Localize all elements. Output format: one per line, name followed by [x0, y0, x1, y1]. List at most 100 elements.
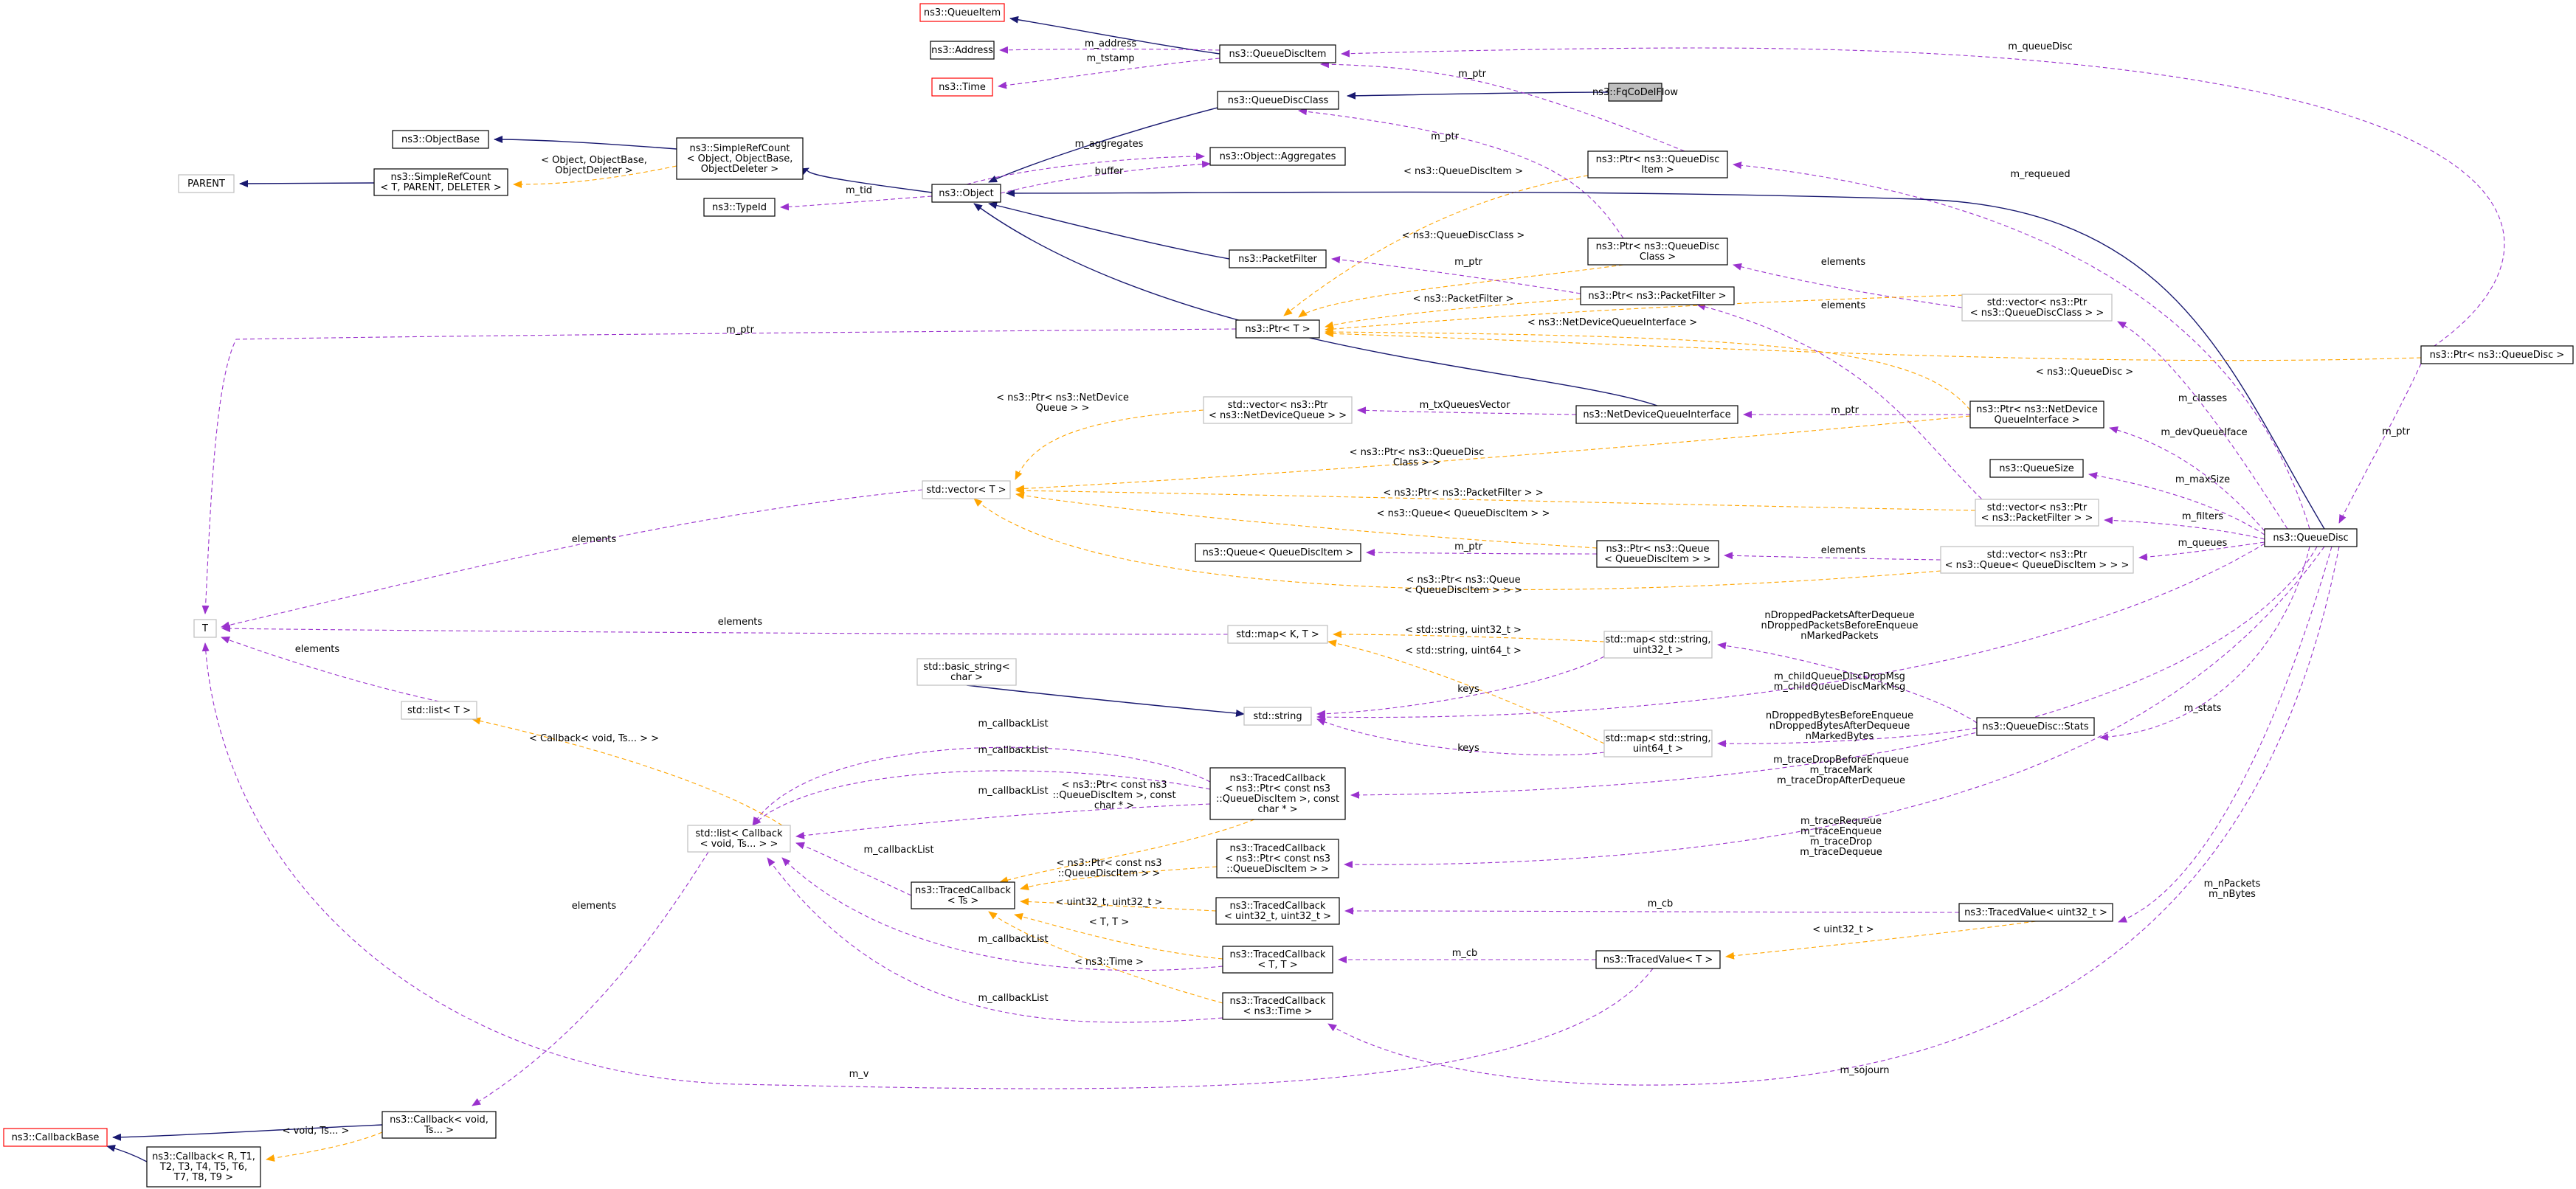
edge-label: m_filters — [2182, 511, 2223, 522]
class-node-tcbtt[interactable]: ns3::TracedCallback< T, T > — [1222, 946, 1333, 974]
class-node-listt[interactable]: std::list< T > — [401, 701, 477, 720]
template-edge — [973, 498, 1941, 590]
class-node-queuediscitem[interactable]: ns3::QueueDiscItem — [1219, 44, 1336, 63]
usage-edge — [221, 637, 440, 702]
class-node-simplerefcount3[interactable]: ns3::SimpleRefCount< Object, ObjectBase,… — [676, 137, 804, 180]
edge-label: < std::string, uint32_t > — [1405, 625, 1522, 636]
node-box — [178, 174, 235, 193]
class-node-vecqueue[interactable]: std::vector< ns3::Ptr< ns3::Queue< Queue… — [1940, 546, 2134, 574]
node-label: std::string — [1253, 711, 1302, 722]
node-label: std::vector< ns3::Ptr< ns3::QueueDiscCla… — [1970, 297, 2104, 319]
class-node-time[interactable]: ns3::Time — [931, 77, 993, 97]
class-node-ptrqueue[interactable]: ns3::Ptr< ns3::Queue< QueueDiscItem > > — [1596, 540, 1719, 568]
usage-edge — [1733, 162, 2310, 530]
node-box — [1222, 946, 1333, 974]
node-box — [930, 41, 995, 60]
class-node-simplerefcountt[interactable]: ns3::SimpleRefCount< T, PARENT, DELETER … — [373, 168, 508, 196]
edge-label: < uint32_t, uint32_t > — [1056, 897, 1163, 908]
class-node-fqcodelflow[interactable]: ns3::FqCoDelFlow — [1592, 83, 1678, 102]
node-label: ns3::QueueDiscClass — [1228, 95, 1329, 106]
class-node-tcbtime[interactable]: ns3::TracedCallback< ns3::Time > — [1222, 992, 1333, 1020]
class-node-cbvoid[interactable]: ns3::Callback< void,Ts... > — [381, 1111, 497, 1139]
node-label: ns3::NetDeviceQueueInterface — [1583, 409, 1730, 420]
usage-edge — [201, 642, 1654, 1089]
node-box — [1222, 992, 1333, 1020]
class-node-mapu64[interactable]: std::map< std::string,uint64_t > — [1603, 729, 1713, 758]
class-node-stats[interactable]: ns3::QueueDisc::Stats — [1976, 717, 2095, 736]
class-node-basicstring[interactable]: std::basic_string<char > — [916, 658, 1017, 686]
class-node-vect[interactable]: std::vector< T > — [922, 480, 1011, 499]
class-node-ptrqd[interactable]: ns3::Ptr< ns3::QueueDisc > — [2420, 345, 2574, 364]
inheritance-edge — [1006, 189, 2325, 530]
node-box — [1958, 903, 2113, 922]
class-node-vecpf[interactable]: std::vector< ns3::Ptr< ns3::PacketFilter… — [1975, 499, 2099, 527]
class-node-vecqdc[interactable]: std::vector< ns3::Ptr< ns3::QueueDiscCla… — [1961, 294, 2113, 322]
edge-label: m_address — [1085, 38, 1136, 49]
node-box — [392, 130, 489, 149]
node-box — [931, 184, 1001, 203]
node-label: ns3::TracedCallback< ns3::Ptr< const ns3… — [1225, 843, 1330, 875]
class-node-tcbu32[interactable]: ns3::TracedCallback< uint32_t, uint32_t … — [1215, 897, 1340, 925]
node-label: PARENT — [187, 178, 225, 190]
usage-edge — [1316, 718, 1605, 756]
class-node-objectbase[interactable]: ns3::ObjectBase — [392, 130, 489, 149]
class-node-listcb[interactable]: std::list< Callback< void, Ts... > > — [687, 825, 791, 853]
class-node-queuediscclass[interactable]: ns3::QueueDiscClass — [1217, 91, 1339, 110]
node-box — [401, 701, 477, 720]
class-node-t[interactable]: T — [193, 619, 217, 638]
class-node-parent[interactable]: PARENT — [178, 174, 235, 193]
class-node-vecndq[interactable]: std::vector< ns3::Ptr< ns3::NetDeviceQue… — [1203, 396, 1353, 424]
edge-label: m_callbackList — [978, 745, 1048, 756]
class-node-address[interactable]: ns3::Address — [930, 41, 995, 60]
template-edge — [1333, 631, 1605, 642]
class-node-tvu32[interactable]: ns3::TracedValue< uint32_t > — [1958, 903, 2113, 922]
usage-edge — [2117, 321, 2288, 530]
node-box — [381, 1111, 497, 1139]
template-edge — [1725, 921, 2037, 960]
class-node-ptrpf[interactable]: ns3::Ptr< ns3::PacketFilter > — [1580, 286, 1735, 305]
template-edge — [1015, 487, 1976, 511]
usage-edge — [1696, 303, 1993, 510]
usage-edge — [2118, 546, 2332, 923]
class-node-tcbchar[interactable]: ns3::TracedCallback< ns3::Ptr< const ns3… — [1209, 767, 1346, 820]
usage-edge — [795, 842, 912, 896]
node-label: std::vector< T > — [926, 485, 1006, 496]
class-node-aggregates[interactable]: ns3::Object::Aggregates — [1209, 147, 1346, 166]
class-node-cbr[interactable]: ns3::Callback< R, T1,T2, T3, T4, T5, T6,… — [146, 1146, 261, 1188]
class-node-queuesize[interactable]: ns3::QueueSize — [1989, 459, 2084, 478]
node-box — [1961, 294, 2113, 322]
class-node-string[interactable]: std::string — [1243, 707, 1312, 726]
class-node-object[interactable]: ns3::Object — [931, 184, 1001, 203]
class-node-tcbptr[interactable]: ns3::TracedCallback< ns3::Ptr< const ns3… — [1216, 839, 1339, 878]
node-box — [373, 168, 508, 196]
edge-label: m_callbackList — [978, 934, 1048, 945]
class-node-ptrt[interactable]: ns3::Ptr< T > — [1235, 319, 1320, 339]
class-node-tcbts[interactable]: ns3::TracedCallback< Ts > — [911, 881, 1015, 909]
edge-label: < ns3::QueueDisc > — [2036, 367, 2133, 378]
class-node-typeid[interactable]: ns3::TypeId — [703, 198, 776, 217]
usage-edge — [1320, 60, 1685, 152]
class-node-queueqdi[interactable]: ns3::Queue< QueueDiscItem > — [1195, 543, 1361, 562]
class-node-queuedisc[interactable]: ns3::QueueDisc — [2264, 528, 2358, 547]
node-label: ns3::Ptr< ns3::Queue< QueueDiscItem > > — [1604, 544, 1711, 565]
inheritance-edge — [112, 1124, 383, 1141]
class-node-queueitem[interactable]: ns3::QueueItem — [919, 3, 1005, 22]
template-edge — [1325, 298, 1581, 329]
class-node-ndqi[interactable]: ns3::NetDeviceQueueInterface — [1575, 405, 1738, 424]
usage-edge — [1717, 642, 1978, 724]
node-box — [919, 3, 1005, 22]
usage-edge — [221, 625, 1229, 635]
usage-edge — [767, 857, 1223, 1023]
class-node-tvt[interactable]: ns3::TracedValue< T > — [1595, 950, 1721, 969]
class-node-packetfilter[interactable]: ns3::PacketFilter — [1229, 249, 1327, 268]
class-node-mapu32[interactable]: std::map< std::string,uint32_t > — [1603, 631, 1713, 659]
class-node-callbackbase[interactable]: ns3::CallbackBase — [3, 1128, 108, 1147]
nodes-layer: ns3::FqCoDelFlow ns3::QueueItemns3::Addre… — [3, 3, 2574, 1188]
class-node-mapkt[interactable]: std::map< K, T > — [1227, 625, 1328, 644]
edge-label: < T, T > — [1089, 917, 1129, 928]
edge-label: m_callbackList — [978, 993, 1048, 1004]
